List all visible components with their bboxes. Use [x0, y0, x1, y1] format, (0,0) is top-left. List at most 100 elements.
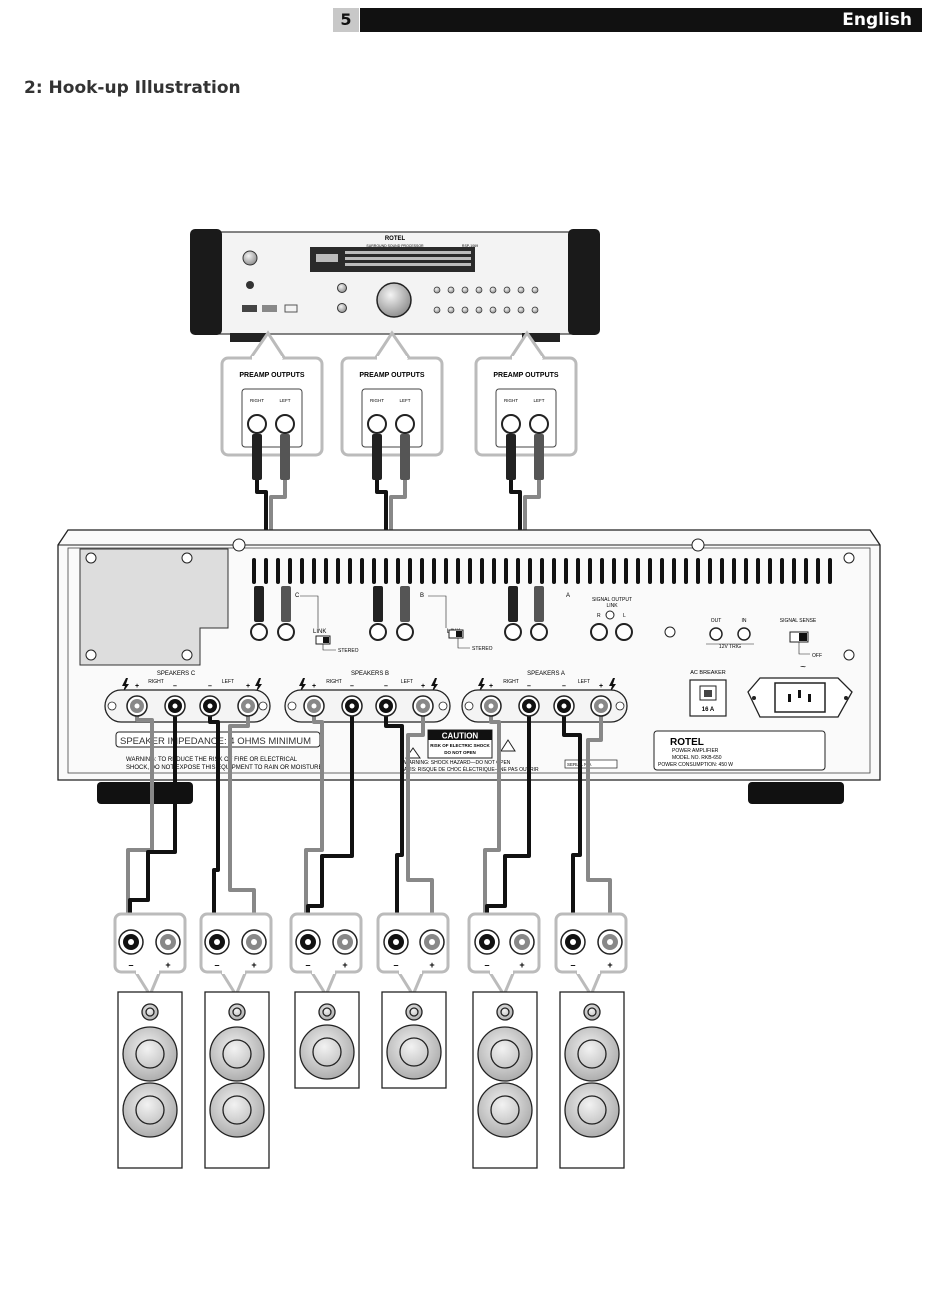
rca-jack-left[interactable] [529, 414, 549, 434]
language-banner: English [360, 8, 922, 32]
trig-out-label: OUT [711, 618, 722, 624]
preamp-outputs-callout-1: PREAMP OUTPUTS RIGHT LEFT [220, 330, 324, 457]
plus-sign: + [312, 683, 316, 690]
input-label-a: A [566, 593, 570, 599]
processor-brand: ROTEL [385, 236, 406, 242]
link-label: LINK [313, 629, 326, 635]
speaker-cables [126, 712, 612, 932]
input-label-b: B [420, 593, 424, 599]
plus-sign: + [421, 683, 425, 690]
trigger-in-jack[interactable] [737, 627, 751, 641]
power-button[interactable] [242, 250, 258, 266]
stereo-label: STEREO [338, 648, 359, 654]
signal-output-link-label: LINK [606, 603, 618, 609]
small-button[interactable] [337, 283, 347, 293]
rca-jack-right[interactable] [247, 414, 267, 434]
speaker-binding-posts[interactable] [118, 929, 623, 955]
logo-badge [284, 304, 298, 313]
plus-sign: + [489, 683, 493, 690]
left-label: LEFT [399, 398, 410, 403]
speaker-terminals: – + – + – + – + – + – + [113, 912, 628, 999]
warning-text-2: SHOCK, DO NOT EXPOSE THIS EQUIPMENT TO R… [126, 765, 324, 771]
minus-sign: – [570, 960, 575, 970]
rating-text-1: POWER AMPLIFIER [672, 748, 719, 754]
plus-sign: + [165, 960, 170, 970]
logo-badge [242, 305, 257, 312]
signal-output-r-jack[interactable] [590, 623, 608, 641]
remote-sensor [246, 281, 254, 289]
amp-brand: ROTEL [670, 737, 704, 748]
minus-sign: – [562, 683, 566, 690]
caution-label: CAUTION [442, 732, 479, 741]
speaker-tower [117, 991, 183, 1169]
small-button[interactable] [337, 303, 347, 313]
processor-model: RSP-1069 [462, 244, 478, 248]
rca-jack-right[interactable] [501, 414, 521, 434]
plus-sign: + [519, 960, 524, 970]
speaker-tower [204, 991, 270, 1169]
volume-knob[interactable] [376, 282, 412, 318]
right-label: RIGHT [250, 398, 264, 403]
preamp-outputs-label: PREAMP OUTPUTS [239, 372, 305, 379]
plus-sign: + [607, 960, 612, 970]
right-label: RIGHT [326, 679, 342, 685]
caution-text-2: DO NOT OPEN [444, 750, 476, 755]
warning-text-1: WARNING: TO REDUCE THE RISK OF FIRE OR E… [126, 757, 298, 763]
page-number: 5 [333, 8, 359, 32]
minus-sign: – [305, 960, 310, 970]
input-label-c: C [295, 593, 300, 599]
signal-sense-label: SIGNAL SENSE [780, 618, 817, 624]
warning-fr-2: AVIS: RISQUE DE CHOC ÉLECTRIQUE—NE PAS O… [404, 766, 539, 773]
processor-subtitle: SURROUND SOUND PROCESSOR [366, 244, 424, 248]
plus-sign: + [135, 683, 139, 690]
input-buttons[interactable] [433, 286, 539, 314]
trigger-out-jack[interactable] [709, 627, 723, 641]
preamp-outputs-label: PREAMP OUTPUTS [359, 372, 425, 379]
amp-binding-posts[interactable] [126, 695, 612, 717]
r-label: R [597, 613, 601, 619]
speaker-bookshelf [381, 991, 447, 1089]
preamp-outputs-callout-2: PREAMP OUTPUTS RIGHT LEFT [340, 330, 444, 457]
rating-text-2: MODEL NO. RKB-650 [672, 755, 722, 761]
power-amplifier: C B A LINK STEREO LINK STEREO SIGNAL OUT… [57, 529, 881, 804]
l-label: L [623, 613, 626, 619]
logo-badge [262, 305, 277, 312]
ac-symbol: ~ [800, 662, 806, 673]
minus-sign: – [527, 683, 531, 690]
amp-input-jacks[interactable] [250, 623, 548, 641]
rca-jack-left[interactable] [275, 414, 295, 434]
amp-input-plugs [254, 586, 544, 622]
speaker-tower [472, 991, 538, 1169]
left-label: LEFT [222, 679, 234, 685]
speaker-tower [559, 991, 625, 1169]
minus-sign: – [128, 960, 133, 970]
minus-sign: – [350, 683, 354, 690]
rca-jack-left[interactable] [395, 414, 415, 434]
trig-label: 12V TRIG [719, 644, 741, 650]
rca-plugs [252, 434, 544, 480]
left-label: LEFT [578, 679, 590, 685]
caution-text-1: RISK OF ELECTRIC SHOCK [430, 743, 490, 748]
minus-sign: – [384, 683, 388, 690]
preamp-outputs-label: PREAMP OUTPUTS [493, 372, 559, 379]
section-title: 2: Hook-up Illustration [24, 78, 241, 98]
surround-processor: ROTEL SURROUND SOUND PROCESSOR RSP-1069 [190, 229, 600, 342]
signal-output-label: SIGNAL OUTPUT [592, 597, 632, 603]
minus-sign: – [214, 960, 219, 970]
plus-sign: + [246, 683, 250, 690]
minus-sign: – [484, 960, 489, 970]
speakers-b-label: SPEAKERS B [351, 671, 389, 677]
off-label: OFF [812, 653, 822, 659]
left-label: LEFT [279, 398, 290, 403]
plus-sign: + [599, 683, 603, 690]
signal-output-l-jack[interactable] [615, 623, 633, 641]
breaker-value: 16 A [702, 707, 715, 713]
trig-in-label: IN [742, 618, 747, 624]
minus-sign: – [393, 960, 398, 970]
speakers-a-label: SPEAKERS A [527, 671, 565, 677]
rca-jack-right[interactable] [367, 414, 387, 434]
rating-text-3: POWER CONSUMPTION: 450 W [658, 762, 733, 768]
right-label: RIGHT [148, 679, 164, 685]
stereo-label: STEREO [472, 646, 493, 652]
